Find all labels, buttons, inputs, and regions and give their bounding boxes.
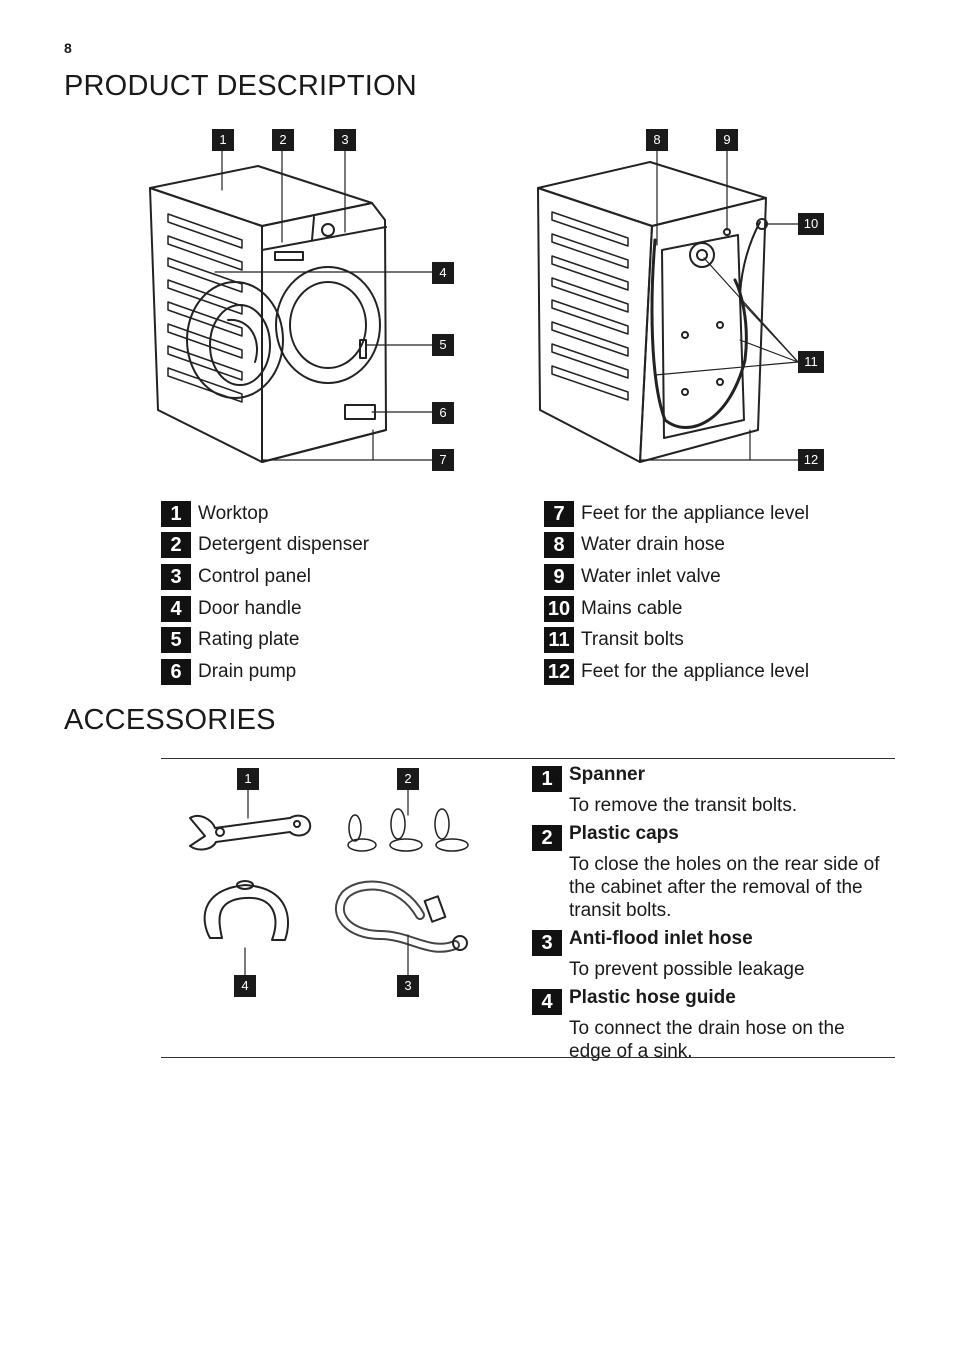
callout-10: 10 <box>798 213 824 235</box>
legend-label: Feet for the appliance level <box>581 502 810 524</box>
accessory-callout-1: 1 <box>237 768 259 790</box>
accessory-description: To close the holes on the rear side of t… <box>569 854 880 921</box>
rear-washer-drawing <box>537 161 768 463</box>
accessory-number: 1 <box>532 766 562 792</box>
legend-item: 7 Feet for the appliance level <box>544 498 904 530</box>
callout-11: 11 <box>798 351 824 373</box>
legend-number: 7 <box>544 500 574 527</box>
legend-label: Water drain hose <box>581 534 725 556</box>
legend-number: 8 <box>544 532 574 559</box>
accessory-item: 4 Plastic hose guide To connect the drai… <box>532 985 892 1063</box>
callout-3: 3 <box>334 129 356 151</box>
accessory-number: 2 <box>532 825 562 851</box>
accessory-hose-guide-drawing <box>203 880 289 941</box>
legend-number: 3 <box>161 563 191 590</box>
accessory-callout-2: 2 <box>397 768 419 790</box>
accessory-description: To connect the drain hose on the edge of… <box>569 1018 845 1062</box>
accessory-name: Anti-flood inlet hose <box>569 928 753 949</box>
callout-6: 6 <box>432 402 454 424</box>
legend-label: Drain pump <box>198 660 297 682</box>
legend-item: 6 Drain pump <box>161 656 521 688</box>
accessory-callout-4: 4 <box>234 975 256 997</box>
accessory-description: To remove the transit bolts. <box>569 795 798 816</box>
callout-7: 7 <box>432 449 454 471</box>
legend-label: Control panel <box>198 565 312 587</box>
legend-label: Detergent dispenser <box>198 534 370 556</box>
accessory-number: 4 <box>532 989 562 1015</box>
accessory-item: 1 Spanner To remove the transit bolts. <box>532 762 892 817</box>
callout-1: 1 <box>212 129 234 151</box>
legend-item: 8 Water drain hose <box>544 530 904 562</box>
callout-5: 5 <box>432 334 454 356</box>
legend-item: 3 Control panel <box>161 561 521 593</box>
accessory-inlet-hose-drawing <box>335 880 468 953</box>
legend-label: Door handle <box>198 597 302 619</box>
accessories-bottom-rule <box>161 1057 895 1058</box>
accessory-item: 3 Anti-flood inlet hose To prevent possi… <box>532 926 892 981</box>
callout-8: 8 <box>646 129 668 151</box>
legend-number: 1 <box>161 500 191 527</box>
legend-item: 10 Mains cable <box>544 593 904 625</box>
accessories-top-rule <box>161 758 895 759</box>
accessory-item: 2 Plastic caps To close the holes on the… <box>532 821 892 922</box>
accessory-name: Plastic caps <box>569 823 679 844</box>
legend-item: 12 Feet for the appliance level <box>544 656 904 688</box>
accessory-name: Spanner <box>569 764 646 785</box>
legend-label: Rating plate <box>198 629 300 651</box>
legend-label: Feet for the appliance level <box>581 660 810 682</box>
callout-4: 4 <box>432 262 454 284</box>
legend-label: Mains cable <box>581 597 683 619</box>
legend-item: 4 Door handle <box>161 593 521 625</box>
legend-number: 5 <box>161 627 191 654</box>
section-title-accessories: ACCESSORIES <box>64 704 276 736</box>
callout-2: 2 <box>272 129 294 151</box>
legend-number: 12 <box>544 658 574 685</box>
legend-item: 2 Detergent dispenser <box>161 530 521 562</box>
legend-item: 9 Water inlet valve <box>544 561 904 593</box>
accessory-callout-3: 3 <box>397 975 419 997</box>
accessory-number: 3 <box>532 930 562 956</box>
page-number: 8 <box>64 40 72 56</box>
accessory-caps-drawing <box>347 808 469 852</box>
legend-number: 10 <box>544 595 574 622</box>
accessories-list: 1 Spanner To remove the transit bolts. 2… <box>532 762 892 1067</box>
legend-left: 1 Worktop 2 Detergent dispenser 3 Control p… <box>161 498 521 688</box>
callout-9: 9 <box>716 129 738 151</box>
legend-item: 1 Worktop <box>161 498 521 530</box>
legend-number: 4 <box>161 595 191 622</box>
legend-label: Water inlet valve <box>581 565 721 587</box>
legend-label: Transit bolts <box>581 629 684 651</box>
legend-item: 11 Transit bolts <box>544 624 904 656</box>
section-title-product-description: PRODUCT DESCRIPTION <box>64 70 417 102</box>
legend-number: 11 <box>544 627 574 654</box>
legend-label: Worktop <box>198 502 269 524</box>
accessory-name: Plastic hose guide <box>569 987 736 1008</box>
legend-number: 6 <box>161 658 191 685</box>
accessory-spanner-drawing <box>189 814 312 851</box>
accessory-description: To prevent possible leakage <box>569 959 805 980</box>
front-washer-drawing <box>149 165 387 463</box>
callout-12: 12 <box>798 449 824 471</box>
legend-item: 5 Rating plate <box>161 624 521 656</box>
legend-number: 9 <box>544 563 574 590</box>
legend-number: 2 <box>161 532 191 559</box>
